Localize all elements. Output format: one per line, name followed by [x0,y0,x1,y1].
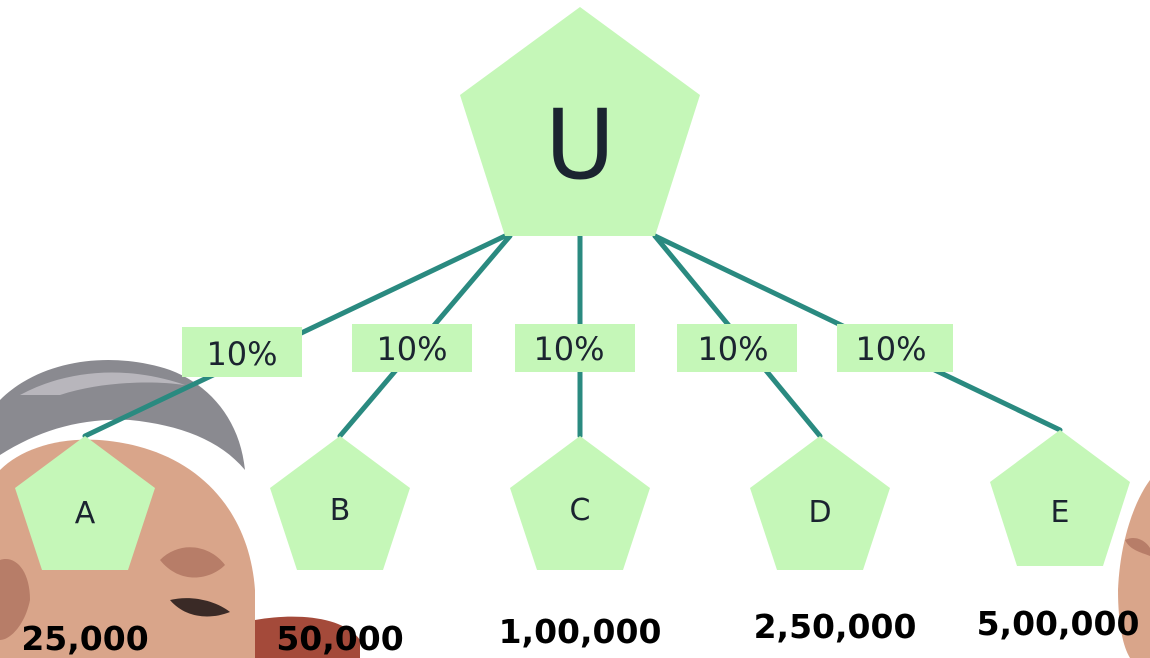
leaf-label-b: B [330,493,351,528]
percent-text-d: 10% [697,330,768,368]
leaf-node-a: A [15,436,155,570]
leaf-node-d: D [750,436,890,570]
leaf-label-d: D [808,495,831,530]
percent-label-d: 10% [677,324,797,372]
amount-a: 25,000 [21,619,148,658]
leaf-node-e: E [990,430,1130,566]
amount-d: 2,50,000 [754,607,917,646]
percent-text-e: 10% [855,330,926,368]
percent-label-a: 10% [182,327,302,377]
leaf-node-b: B [270,436,410,570]
leaf-node-c: C [510,436,650,570]
percent-text-b: 10% [376,330,447,368]
percent-text-a: 10% [206,335,277,373]
amount-e: 5,00,000 [977,604,1140,643]
percent-label-c: 10% [515,324,635,372]
percent-label-e: 10% [837,324,953,372]
leaf-label-e: E [1051,495,1070,530]
percent-labels: 10% 10% 10% 10% 10% [182,324,953,377]
root-node: U [460,7,700,236]
percent-label-b: 10% [352,324,472,372]
amount-c: 1,00,000 [499,612,662,651]
percent-text-c: 10% [533,330,604,368]
leaf-label-a: A [75,496,96,531]
amounts: 25,000 50,000 1,00,000 2,50,000 5,00,000 [21,604,1139,658]
amount-b: 50,000 [276,619,403,658]
leaf-label-c: C [570,493,591,528]
photo-person-laughing [1118,480,1150,658]
root-label: U [545,89,615,201]
